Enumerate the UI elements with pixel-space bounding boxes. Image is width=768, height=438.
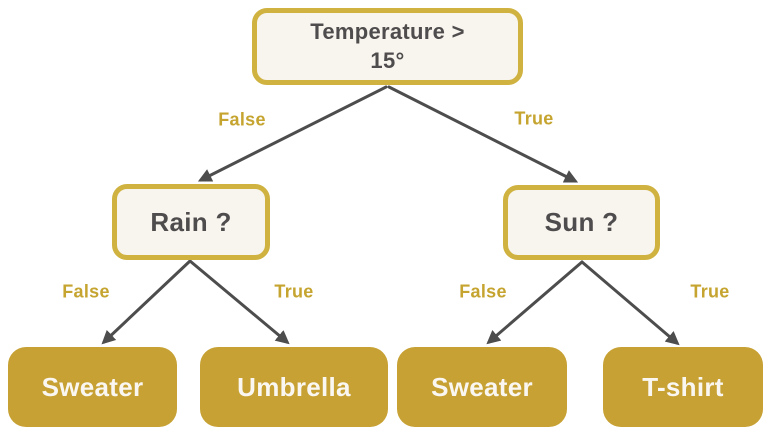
node-temperature-condition: Temperature > 15° bbox=[252, 8, 523, 85]
node-sun-condition: Sun ? bbox=[503, 185, 660, 260]
edge-label-rain-false: False bbox=[62, 281, 110, 302]
arrow-rain-to-umbrella bbox=[188, 259, 290, 345]
edge-label-rain-true: True bbox=[274, 281, 314, 302]
arrow-sun-to-sweater bbox=[486, 260, 584, 345]
leaf-umbrella: Umbrella bbox=[200, 347, 388, 427]
arrow-rain-to-sweater bbox=[101, 259, 192, 345]
edge-label-sun-true: True bbox=[690, 281, 730, 302]
arrow-sun-to-tshirt bbox=[580, 260, 680, 346]
node-rain-condition: Rain ? bbox=[112, 184, 270, 260]
arrow-temperature-to-rain bbox=[197, 85, 388, 182]
edge-label-root-true: True bbox=[514, 108, 554, 129]
edge-label-sun-false: False bbox=[459, 281, 507, 302]
arrow-temperature-to-sun bbox=[387, 85, 579, 183]
leaf-sweater-right: Sweater bbox=[397, 347, 567, 427]
leaf-sweater-left: Sweater bbox=[8, 347, 177, 427]
leaf-tshirt: T-shirt bbox=[603, 347, 763, 427]
edge-label-root-false: False bbox=[218, 109, 266, 130]
